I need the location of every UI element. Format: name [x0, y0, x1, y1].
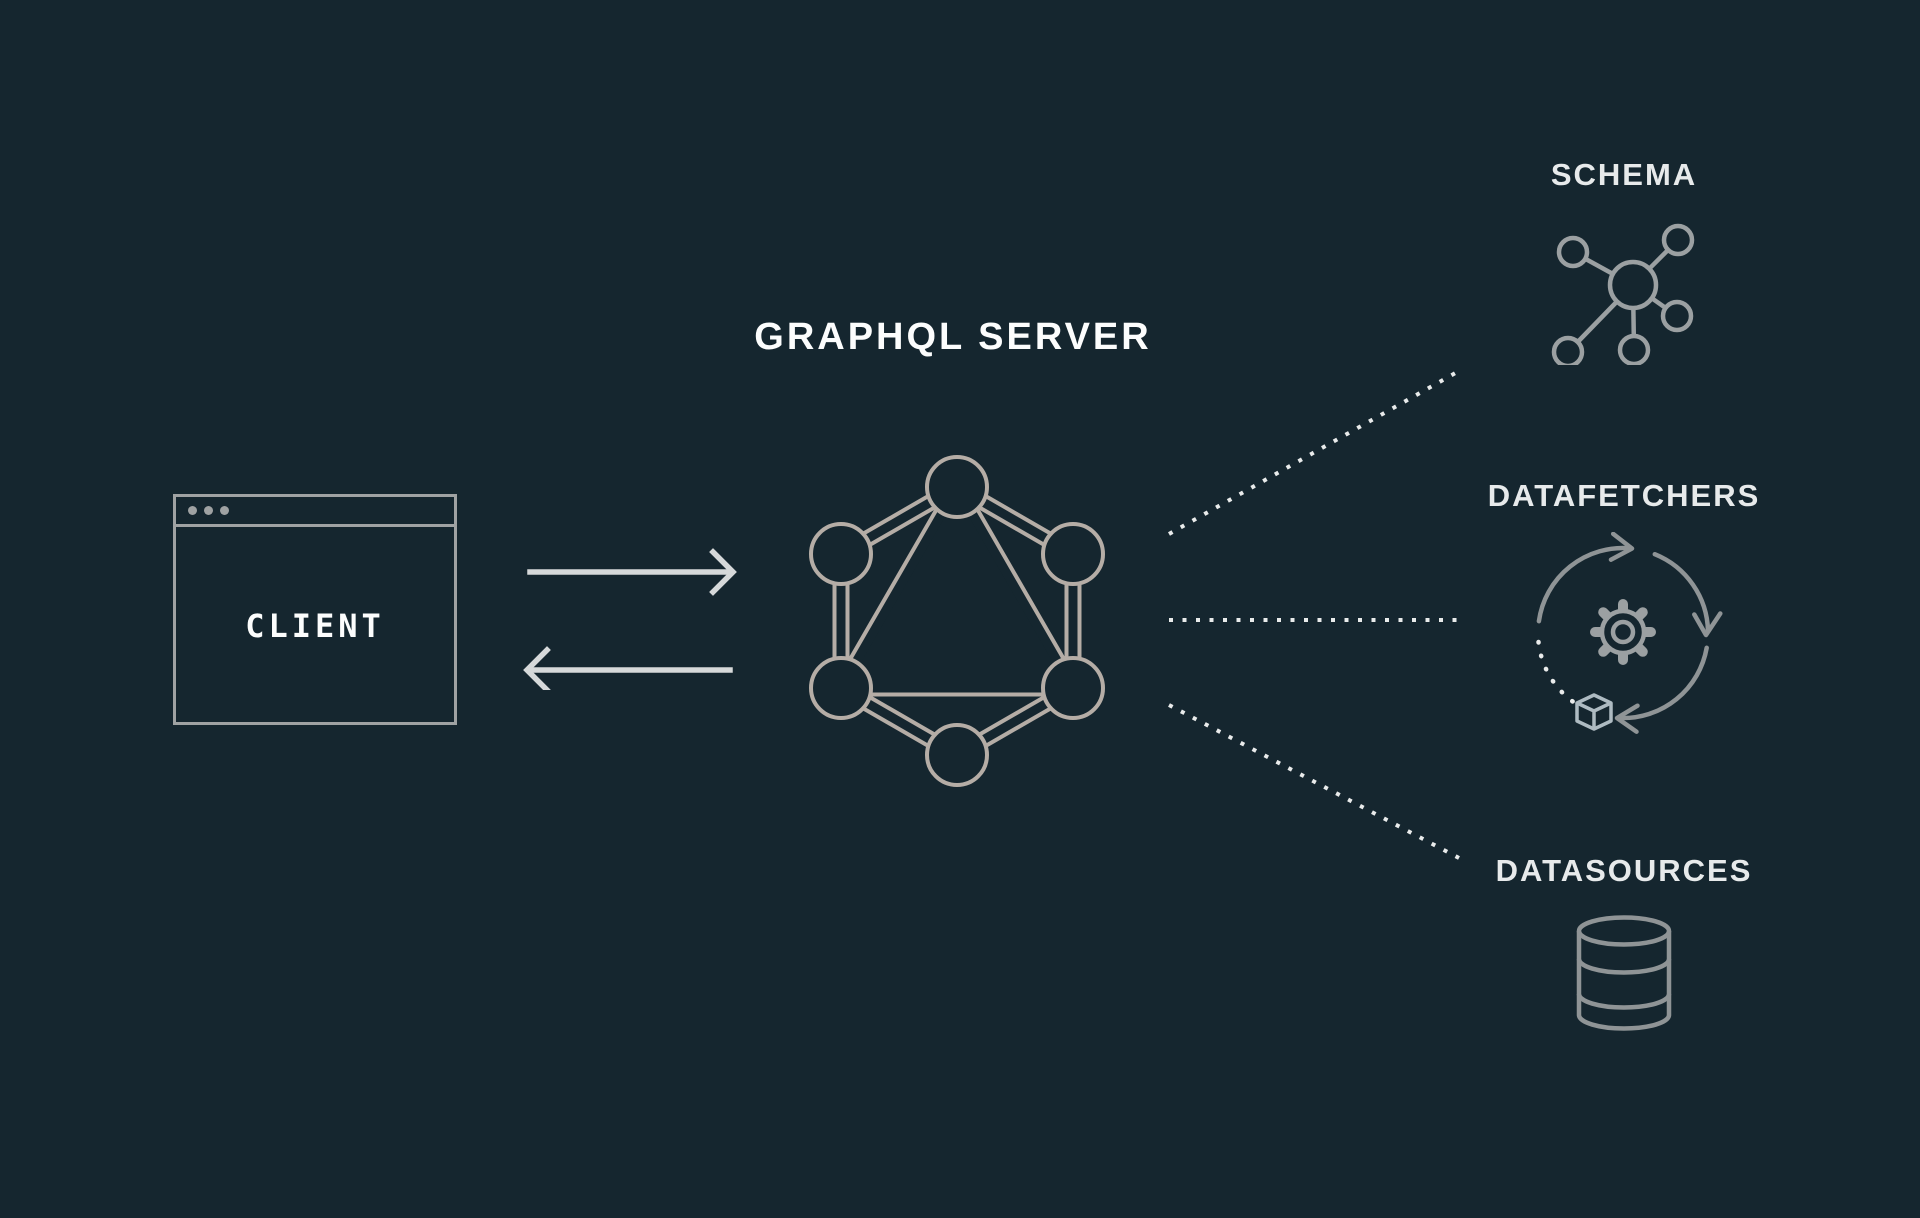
database-icon [1576, 915, 1672, 1031]
dotted-line-schema [1168, 369, 1460, 536]
schema-label: SCHEMA [1550, 157, 1698, 192]
client-server-arrows [523, 548, 737, 690]
datafetchers-label: DATAFETCHERS [1487, 478, 1761, 513]
cube-icon [1575, 693, 1613, 731]
network-graph-icon [1551, 223, 1695, 365]
server-title: GRAPHQL SERVER [754, 316, 1152, 358]
dotted-arc [1536, 639, 1586, 711]
window-dot-icon [204, 506, 213, 515]
graphql-node-circles [809, 455, 1105, 787]
gear-icon [1590, 599, 1656, 665]
graphql-logo-icon [809, 455, 1105, 787]
request-arrow-icon [527, 548, 737, 596]
client-label: CLIENT [245, 607, 385, 645]
client-window-body: CLIENT [176, 527, 454, 725]
sync-arrows-icon [1536, 532, 1723, 734]
datasources-label: DATASOURCES [1495, 853, 1753, 888]
window-dot-icon [188, 506, 197, 515]
client-window-titlebar [176, 497, 454, 527]
sync-gear-cube-icon [1536, 532, 1723, 734]
response-arrow-icon [523, 646, 733, 690]
client-window: CLIENT [173, 494, 457, 725]
window-dot-icon [220, 506, 229, 515]
dotted-line-datasources [1168, 703, 1460, 860]
server-node-dotted-connectors [1168, 369, 1460, 860]
graphql-triangle [826, 469, 1088, 697]
